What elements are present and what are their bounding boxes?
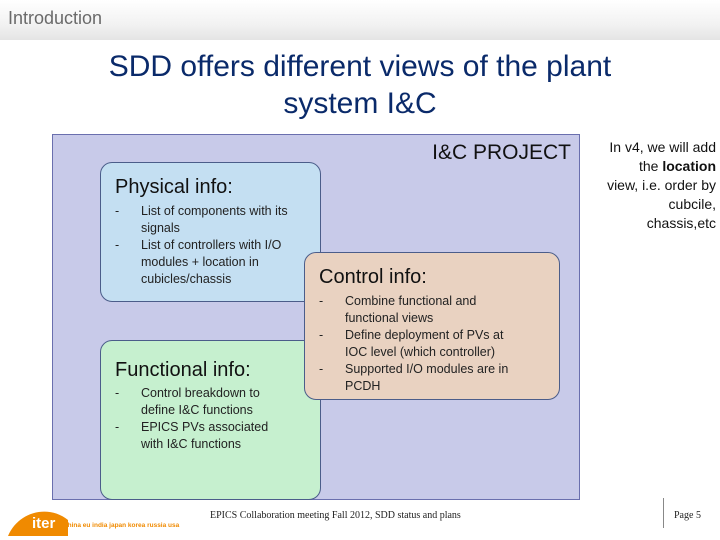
list-item-line: EPICS PVs associated xyxy=(141,420,269,434)
side-note-line-1: In v4, we will add xyxy=(609,139,716,155)
slide-title-line-2: system I&C xyxy=(283,87,437,120)
list-item-line: Supported I/O modules are in xyxy=(345,362,509,376)
side-note-emphasis: location xyxy=(662,158,716,174)
list-item-line: signals xyxy=(141,221,180,235)
section-header: Introduction xyxy=(0,0,720,40)
list-item-line: Combine functional and xyxy=(345,294,477,308)
list-item-line: List of controllers with I/O xyxy=(141,238,282,252)
list-item: EPICS PVs associated with I&C functions xyxy=(115,419,268,453)
side-note-line-4: cubcile, xyxy=(668,196,716,212)
iter-logo: iter china eu india japan korea russia u… xyxy=(8,511,180,536)
side-note-line-2: the location xyxy=(588,157,716,176)
list-item-line: List of components with its xyxy=(141,204,288,218)
list-item-line: Define deployment of PVs at xyxy=(345,328,504,342)
iter-logo-wordmark: iter xyxy=(32,515,56,532)
list-item-line: IOC level (which controller) xyxy=(345,345,496,359)
list-item-line: cubicles/chassis xyxy=(141,272,232,286)
section-title: Introduction xyxy=(8,8,103,28)
list-item-line: define I&C functions xyxy=(141,403,253,417)
iter-logo-swoosh xyxy=(8,511,68,536)
list-item: Combine functional and functional views xyxy=(319,293,508,327)
slide-title-line-1: SDD offers different views of the plant xyxy=(108,50,612,83)
project-label: I&C PROJECT xyxy=(432,141,571,164)
list-item: Supported I/O modules are in PCDH xyxy=(319,361,508,395)
list-item: Control breakdown to define I&C function… xyxy=(115,385,268,419)
side-note: In v4, we will add the location view, i.… xyxy=(588,138,716,233)
physical-info-list: List of components with its signals List… xyxy=(115,203,288,288)
control-info-box: Control info: Combine functional and fun… xyxy=(304,252,560,400)
side-note-line-5: chassis,etc xyxy=(646,215,716,231)
functional-info-title: Functional info: xyxy=(115,359,251,381)
list-item-line: functional views xyxy=(345,311,434,325)
list-item-line: modules + location in xyxy=(141,255,259,269)
page-number: Page 5 xyxy=(674,510,701,521)
list-item-line: Control breakdown to xyxy=(141,386,260,400)
slide-title: SDD offers different views of the plant … xyxy=(40,48,680,122)
footer-divider xyxy=(663,498,664,528)
list-item: Define deployment of PVs at IOC level (w… xyxy=(319,327,508,361)
list-item: List of controllers with I/O modules + l… xyxy=(115,237,288,288)
physical-info-box: Physical info: List of components with i… xyxy=(100,162,321,302)
functional-info-box: Functional info: Control breakdown to de… xyxy=(100,340,321,500)
footer-meeting: EPICS Collaboration meeting Fall 2012, S… xyxy=(210,510,461,521)
control-info-title: Control info: xyxy=(319,266,427,288)
functional-info-list: Control breakdown to define I&C function… xyxy=(115,385,268,453)
control-info-list: Combine functional and functional views … xyxy=(319,293,508,395)
side-note-line-3: view, i.e. order by xyxy=(607,177,716,193)
list-item: List of components with its signals xyxy=(115,203,288,237)
side-note-text: the xyxy=(638,158,663,174)
list-item-line: PCDH xyxy=(345,379,381,393)
physical-info-title: Physical info: xyxy=(115,176,233,198)
list-item-line: with I&C functions xyxy=(141,437,242,451)
iter-members: china eu india japan korea russia usa xyxy=(64,522,180,529)
